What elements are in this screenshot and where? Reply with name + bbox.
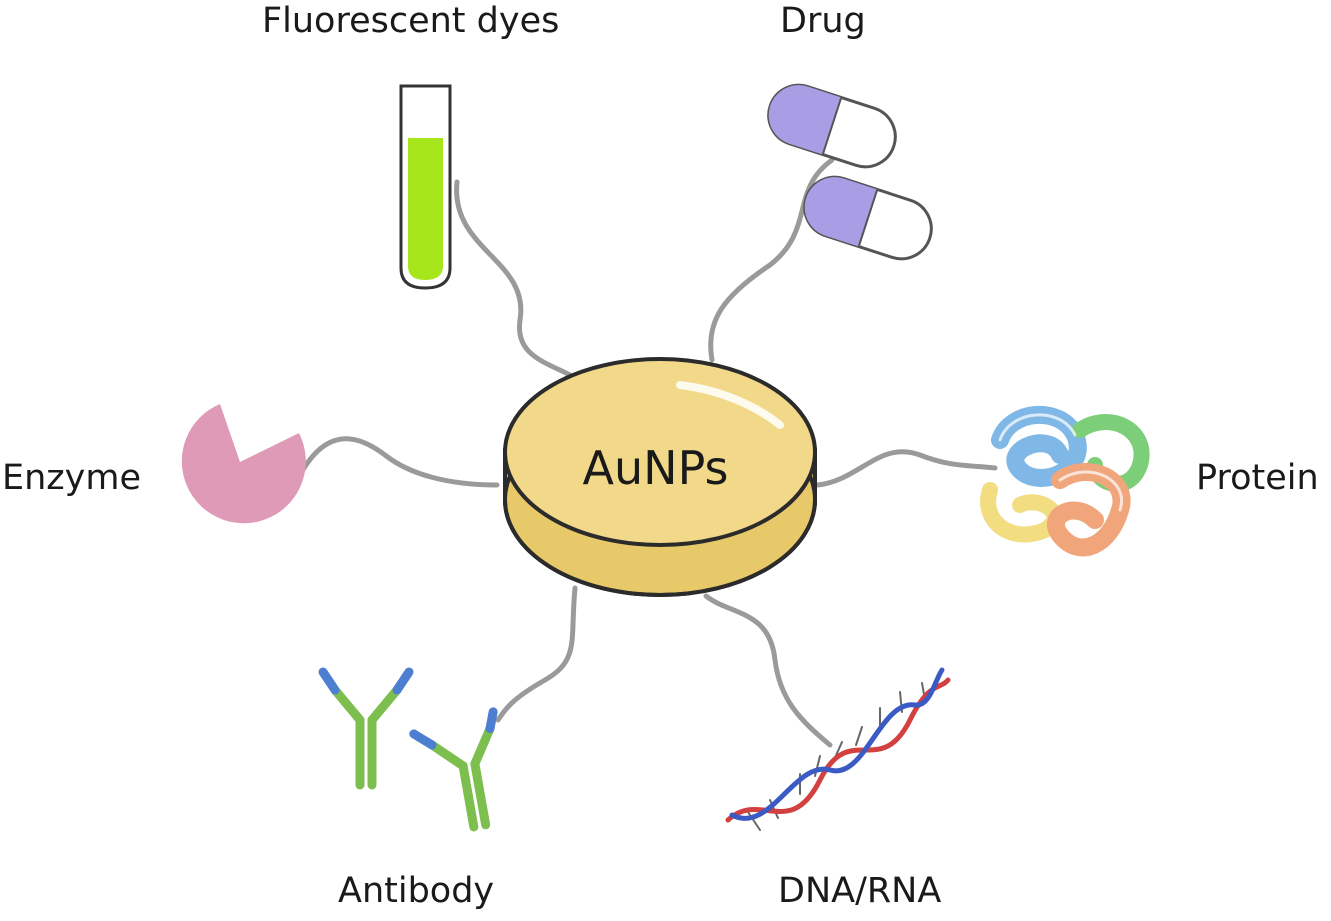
- test-tube-icon: [399, 84, 452, 290]
- antibody-icon: [318, 667, 498, 832]
- linker-drug: [708, 157, 835, 363]
- antibody-label: Antibody: [338, 871, 495, 911]
- protein-icon: [980, 405, 1150, 557]
- enzyme-icon: [181, 404, 306, 524]
- aunps-label: AuNPs: [582, 441, 729, 495]
- dna-icon: [725, 667, 951, 831]
- capsule-icon: [767, 83, 933, 261]
- linkers: [297, 157, 998, 748]
- linker-antibody: [495, 585, 578, 723]
- linker-protein: [815, 449, 998, 488]
- linker-enzyme: [297, 436, 500, 488]
- linker-dna: [703, 593, 833, 748]
- drug-label: Drug: [780, 1, 866, 41]
- dna-rna-label: DNA/RNA: [778, 871, 942, 911]
- linker-dyes: [454, 179, 573, 378]
- enzyme-label: Enzyme: [2, 458, 142, 498]
- fluorescent-dyes-label: Fluorescent dyes: [262, 1, 560, 41]
- aunp-disk: [503, 357, 817, 597]
- protein-label: Protein: [1196, 458, 1319, 498]
